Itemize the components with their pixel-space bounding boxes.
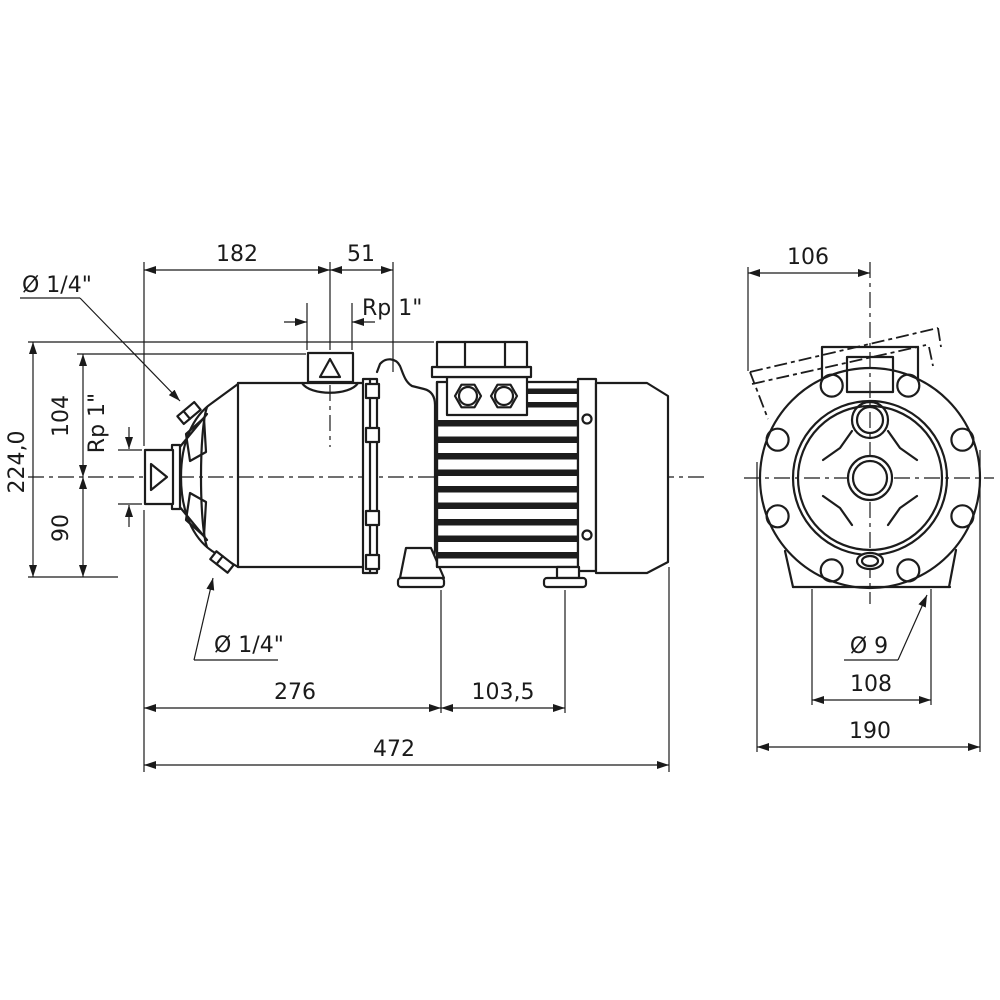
plug-quarter-bottom-label: Ø 1/4" (214, 633, 284, 658)
clamp-tab-2 (364, 426, 381, 444)
fin (438, 436, 577, 443)
flange-bolt-hole (765, 504, 790, 529)
leader-quarter-top (79, 297, 181, 402)
dim-106-label: 106 (787, 245, 829, 270)
suction-port (143, 412, 209, 542)
dim-dia9-label: Ø 9 (850, 634, 888, 659)
dim-276-label: 276 (274, 680, 316, 705)
phantom-edge-4 (928, 346, 934, 367)
fin (438, 420, 577, 427)
front-view: 106 Ø 9 108 190 (744, 245, 994, 752)
flange-bolt-hole (950, 504, 975, 529)
motor (430, 340, 670, 589)
clamp-tab-3 (364, 509, 381, 527)
clamp-tab-4 (364, 553, 381, 571)
motor-foot-plate (542, 576, 588, 589)
end-shield-bolt-bottom (581, 529, 593, 541)
cable-gland-box (445, 375, 529, 417)
phantom-edge-2 (937, 327, 942, 348)
rib-upper-left (821, 429, 854, 462)
leader-quarter-bottom (193, 577, 215, 661)
base-right-slant (947, 548, 958, 589)
rib-upper-right (886, 429, 919, 462)
flange-bolt-hole (896, 373, 921, 398)
dim-51-label: 51 (347, 242, 375, 267)
fin (528, 388, 578, 394)
rib-lower-left (821, 494, 854, 527)
discharge-port-boss (300, 381, 360, 394)
casing-upper-window (184, 416, 208, 463)
dim-rp1-top-label: Rp 1" (362, 296, 422, 321)
fin (438, 535, 577, 542)
fin (528, 402, 578, 408)
terminal-box-swung-outline (749, 327, 942, 420)
dim-182-label: 182 (216, 242, 258, 267)
fin (438, 519, 577, 526)
dim-90-label: 90 (49, 514, 74, 542)
dim-103-5-label: 103,5 (472, 680, 535, 705)
casing-lower-window (184, 491, 208, 538)
vent-plug (855, 405, 885, 435)
casing-face-ribs (821, 429, 919, 527)
casing-head-outline (179, 382, 240, 569)
motor-cooling-fins (438, 388, 578, 559)
vent-plug-boss (850, 400, 890, 440)
dim-108-label: 108 (850, 672, 892, 697)
terminal-box (430, 340, 533, 379)
fin (438, 552, 577, 559)
flow-direction-right-icon (149, 462, 169, 492)
end-shield (576, 377, 598, 573)
drain-plug-boss-bottom (209, 550, 235, 574)
pump-casing (176, 381, 365, 574)
flange-bolt-hole (896, 558, 921, 583)
terminal-box-lid (435, 340, 529, 369)
clamp-tab-1 (364, 382, 381, 400)
terminal-box-base-plate (430, 365, 533, 379)
motor-foot-stem (555, 565, 581, 580)
terminal-box-front-inner (845, 355, 895, 394)
flow-direction-up-icon (318, 357, 342, 379)
plug-quarter-top-label: Ø 1/4" (22, 273, 92, 298)
front-view-dimensions: 106 Ø 9 108 190 (747, 245, 981, 752)
dim-rp1-left-label: Rp 1" (85, 393, 110, 453)
fin (438, 486, 577, 493)
dim-224-label: 224,0 (5, 431, 30, 494)
phantom-edge-3 (751, 344, 927, 385)
end-shield-bolt-top (581, 413, 593, 425)
shaft-hub-outer (846, 454, 894, 502)
rib-lower-right (886, 494, 919, 527)
gauge-plug-boss-top (176, 400, 202, 426)
fin (438, 453, 577, 460)
dim-104-label: 104 (49, 395, 74, 437)
discharge-port (300, 351, 360, 394)
side-view: 182 51 Rp 1" Ø 1/4" 224,0 104 Rp 1" 90 Ø… (5, 242, 706, 772)
flange-bolt-hole (819, 558, 844, 583)
side-view-dimensions: 182 51 Rp 1" Ø 1/4" 224,0 104 Rp 1" 90 Ø… (5, 242, 670, 772)
leader-dia9 (897, 594, 928, 661)
dim-472-label: 472 (373, 737, 415, 762)
fin (438, 502, 577, 509)
cable-gland-bore-right (493, 385, 515, 407)
pump-foot-plate (396, 576, 446, 589)
dim-190-label: 190 (849, 719, 891, 744)
end-shield-band (576, 377, 598, 573)
phantom-edge-1 (749, 327, 939, 373)
terminal-box-front-outer (820, 345, 920, 381)
flange-bolt-hole (765, 427, 790, 452)
flange-bolt-hole (819, 373, 844, 398)
cable-gland-bore-left (457, 385, 479, 407)
base-left-slant (783, 549, 795, 589)
flange-bolt-hole (950, 427, 975, 452)
phantom-edge-5 (749, 371, 769, 420)
drain-plug-front (860, 554, 880, 568)
flange-bolt-holes (765, 373, 975, 583)
fin (438, 469, 577, 476)
shaft-hub-inner (851, 459, 889, 497)
fan-cover (594, 381, 670, 575)
